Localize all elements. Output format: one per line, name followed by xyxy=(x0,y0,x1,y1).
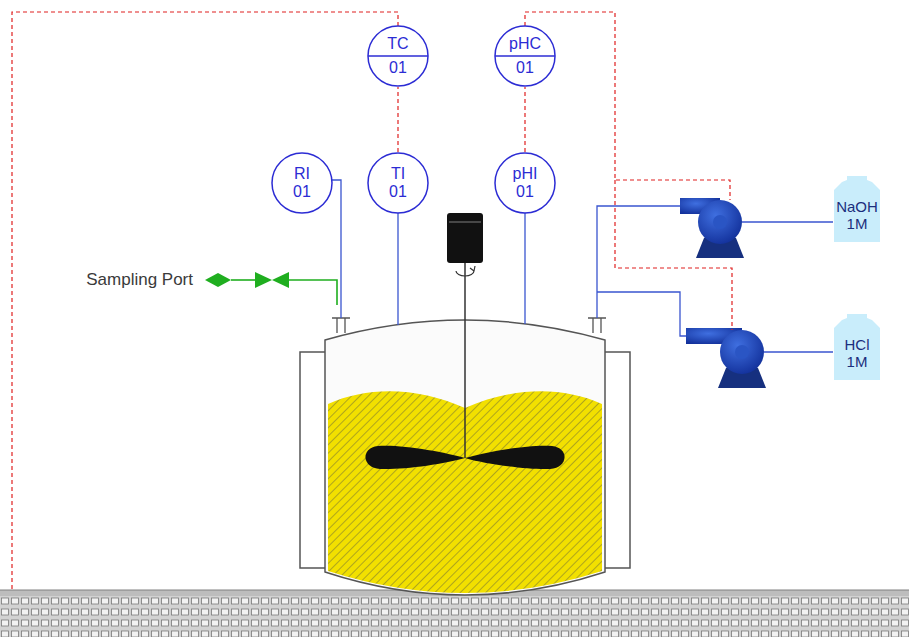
vessel-nozzle xyxy=(332,318,606,333)
dosing-pump xyxy=(680,198,744,258)
bubble-outline xyxy=(367,25,429,87)
valve-symbol xyxy=(255,272,272,288)
indicator-bubble: RI 01 xyxy=(271,152,333,214)
reagent-label: NaOH 1M xyxy=(836,198,878,233)
control-signal xyxy=(12,12,732,590)
indicator-bubble: pHI 01 xyxy=(494,152,556,214)
indicator-bubble: TI 01 xyxy=(367,152,429,214)
instrument-tag: 01 xyxy=(516,59,534,77)
controller-bubble: TC 01 xyxy=(367,25,429,87)
signal-line xyxy=(397,87,398,152)
port-label: Sampling Port xyxy=(86,270,193,290)
instrument-line xyxy=(332,180,525,325)
agitator-shaft xyxy=(464,262,466,458)
instrument-tag: TI 01 xyxy=(389,165,407,202)
impeller-blade xyxy=(365,446,465,469)
flow-arrow xyxy=(205,273,218,287)
bubble-outline xyxy=(494,25,556,87)
rotation-arrowhead xyxy=(470,266,475,271)
sampling-line xyxy=(205,272,337,305)
controller-bubble: pHC 01 xyxy=(494,25,556,87)
reagent-tank: HCl 1M xyxy=(832,314,882,380)
valve-symbol xyxy=(272,272,289,288)
agitator-motor xyxy=(447,213,483,263)
impeller-blade xyxy=(465,446,565,469)
rotation-symbol xyxy=(456,271,474,276)
instrument-tag: TC xyxy=(387,35,408,53)
instrument-tag: RI 01 xyxy=(293,165,311,202)
flow-arrow xyxy=(218,273,231,287)
reagent-tank: NaOH 1M xyxy=(832,176,882,242)
instrument-tag: pHI 01 xyxy=(513,165,538,202)
floor-grating xyxy=(0,590,909,637)
dosing-pump xyxy=(686,328,766,388)
instrument-tag: pHC xyxy=(509,35,541,53)
reagent-label: HCl 1M xyxy=(845,336,870,371)
motor-band xyxy=(449,221,481,223)
signal-line xyxy=(524,87,525,152)
instrument-tag: 01 xyxy=(389,59,407,77)
